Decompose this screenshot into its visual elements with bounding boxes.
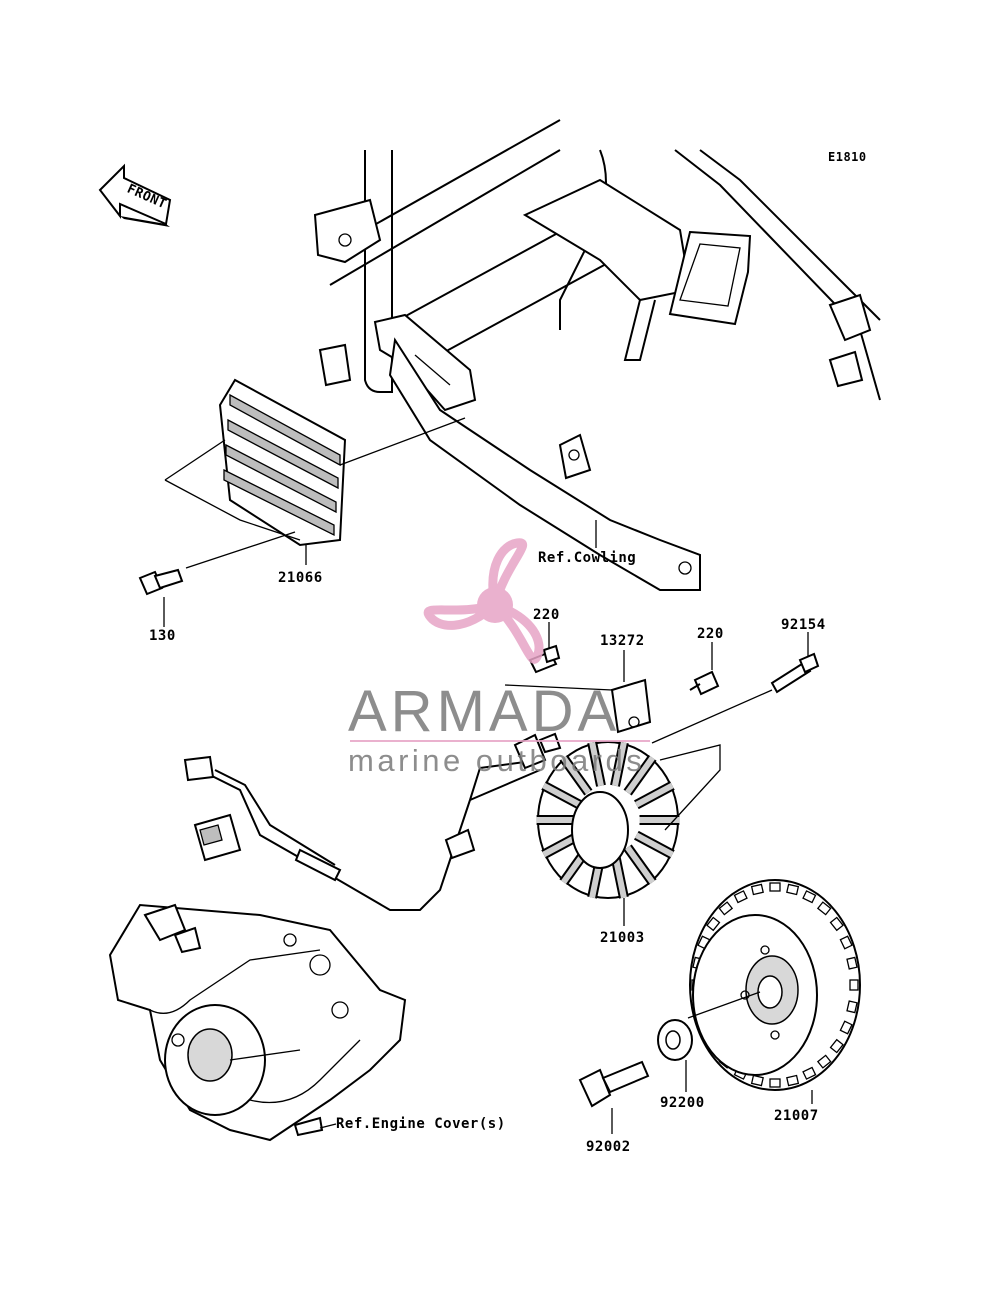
stator-21003	[536, 741, 721, 899]
label-92200: 92200	[660, 1095, 705, 1111]
plate-13272	[504, 678, 652, 734]
wiring-harness	[183, 732, 562, 911]
frame-assembly	[313, 119, 881, 591]
front-arrow-icon: FRONT	[98, 163, 172, 227]
label-21066: 21066	[278, 570, 323, 586]
bolt-130	[138, 568, 184, 596]
diagram-code: E1810	[828, 150, 867, 164]
label-92154: 92154	[781, 617, 826, 633]
label-130: 130	[149, 628, 176, 644]
label-ref-cowling: Ref.Cowling	[538, 550, 636, 566]
propeller-logo-icon	[423, 538, 544, 664]
label-220-left: 220	[533, 607, 560, 623]
engine-cover	[108, 903, 407, 1142]
watermark-tagline: marine outboards	[348, 743, 645, 778]
washer-92200	[657, 1019, 693, 1061]
label-220-right: 220	[697, 626, 724, 642]
bolt-92002	[578, 1060, 650, 1108]
label-13272: 13272	[600, 633, 645, 649]
label-92002: 92002	[586, 1139, 631, 1155]
rotor-21007	[687, 879, 861, 1091]
leader-lines	[163, 520, 813, 1134]
label-ref-engine-cover: Ref.Engine Cover(s)	[336, 1116, 506, 1132]
watermark-underline	[350, 740, 650, 742]
watermark-brand: ARMADA	[348, 679, 620, 744]
bolt-220-left	[528, 644, 561, 674]
armada-watermark: ARMADA marine outboards	[348, 538, 650, 778]
bolt-92154	[651, 652, 820, 744]
bolt-220-right	[689, 670, 720, 696]
label-21003: 21003	[600, 930, 645, 946]
part-labels: 21066 130 Ref.Cowling 220 13272 220 9215…	[149, 550, 826, 1155]
label-21007: 21007	[774, 1108, 819, 1124]
regulator-21066	[164, 378, 466, 569]
